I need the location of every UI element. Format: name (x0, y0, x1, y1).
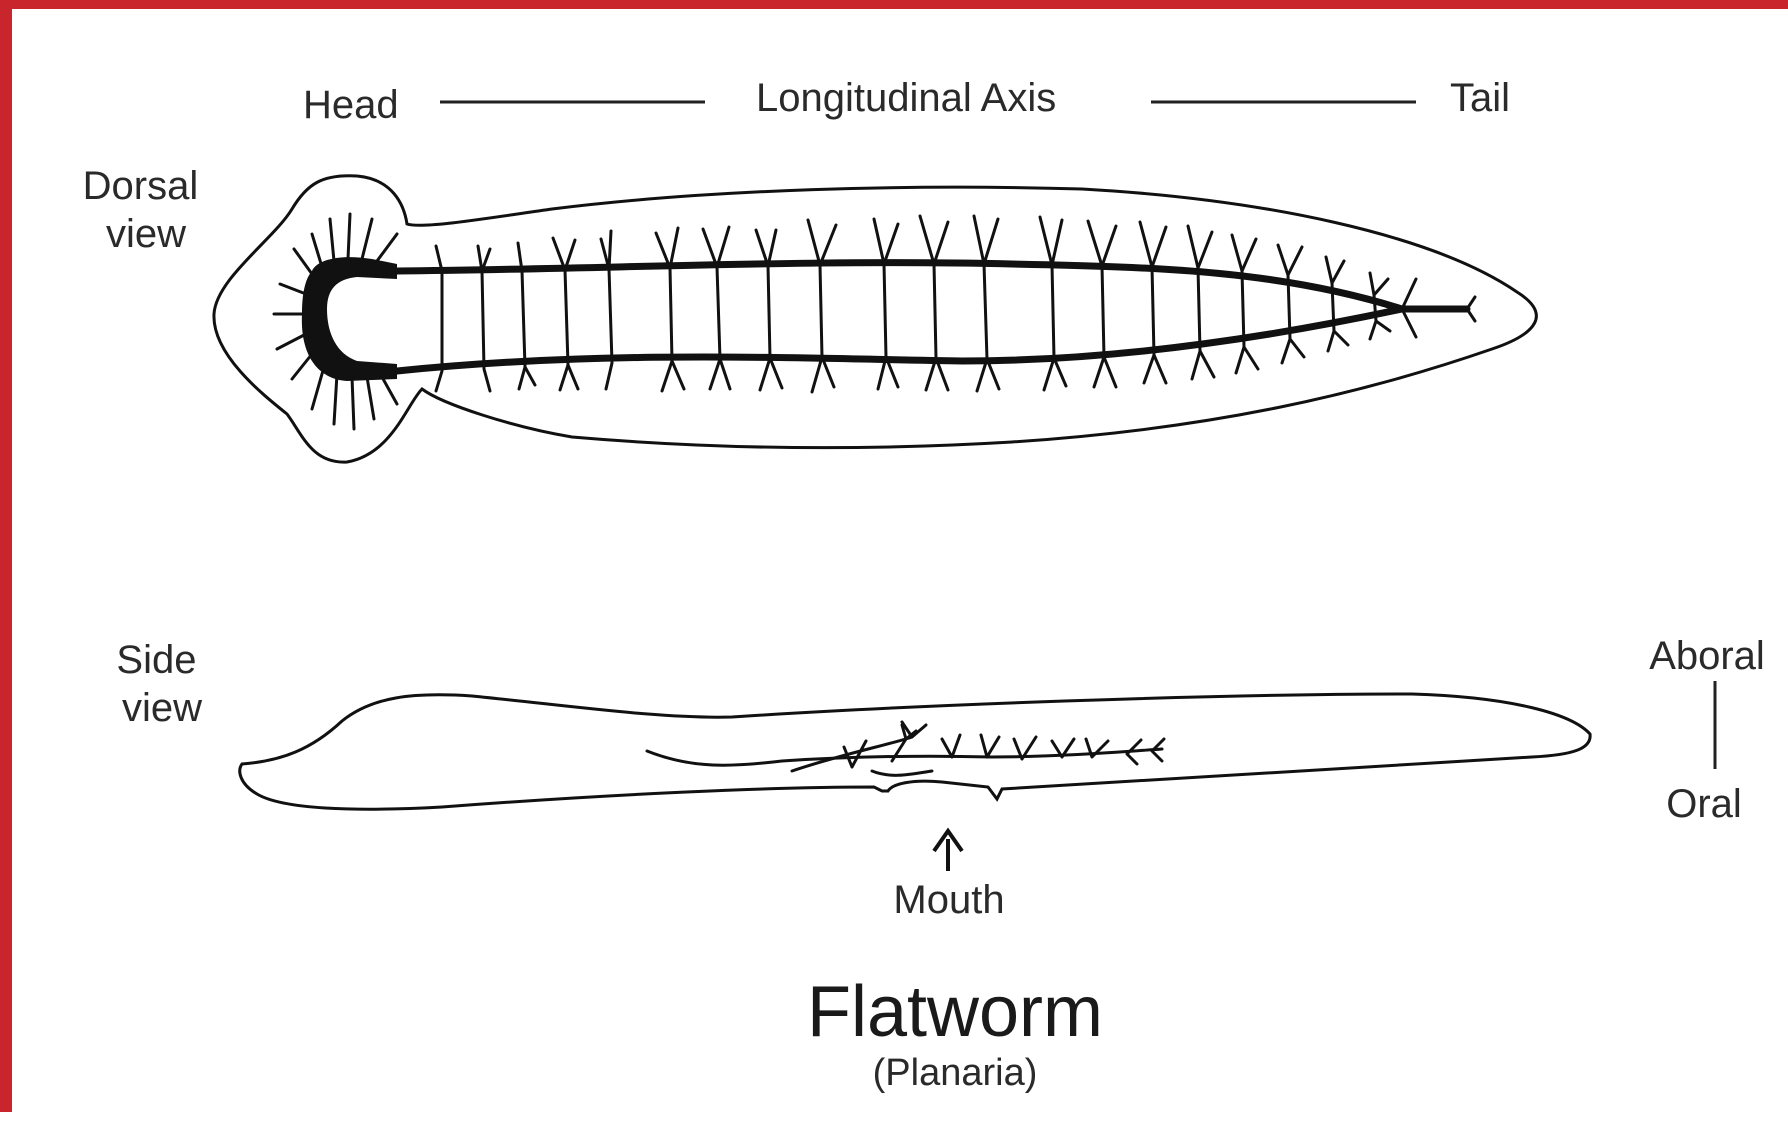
flatworm-diagram: Head Longitudinal Axis Tail Dorsal view (12, 9, 1788, 1121)
side-body-outline (240, 694, 1590, 809)
side-view-label: Side view (116, 638, 207, 730)
mouth-label: Mouth (893, 878, 1004, 922)
diagram-subtitle: (Planaria) (873, 1052, 1038, 1094)
side-view-line2: view (122, 686, 202, 730)
dorsal-view-flatworm (214, 176, 1536, 462)
side-view-flatworm (240, 694, 1590, 809)
dorsal-view-line2: view (106, 212, 186, 256)
aboral-label: Aboral (1649, 634, 1765, 678)
oral-label: Oral (1666, 782, 1742, 826)
dorsal-view-label: Dorsal view (83, 164, 210, 256)
dorsal-view-line1: Dorsal (83, 164, 199, 208)
tail-label: Tail (1450, 76, 1510, 120)
mouth-arrow (934, 831, 962, 871)
side-view-line1: Side (116, 638, 196, 682)
longitudinal-axis-label: Longitudinal Axis (756, 76, 1056, 120)
diagram-title: Flatworm (807, 972, 1103, 1052)
head-label: Head (303, 83, 399, 127)
